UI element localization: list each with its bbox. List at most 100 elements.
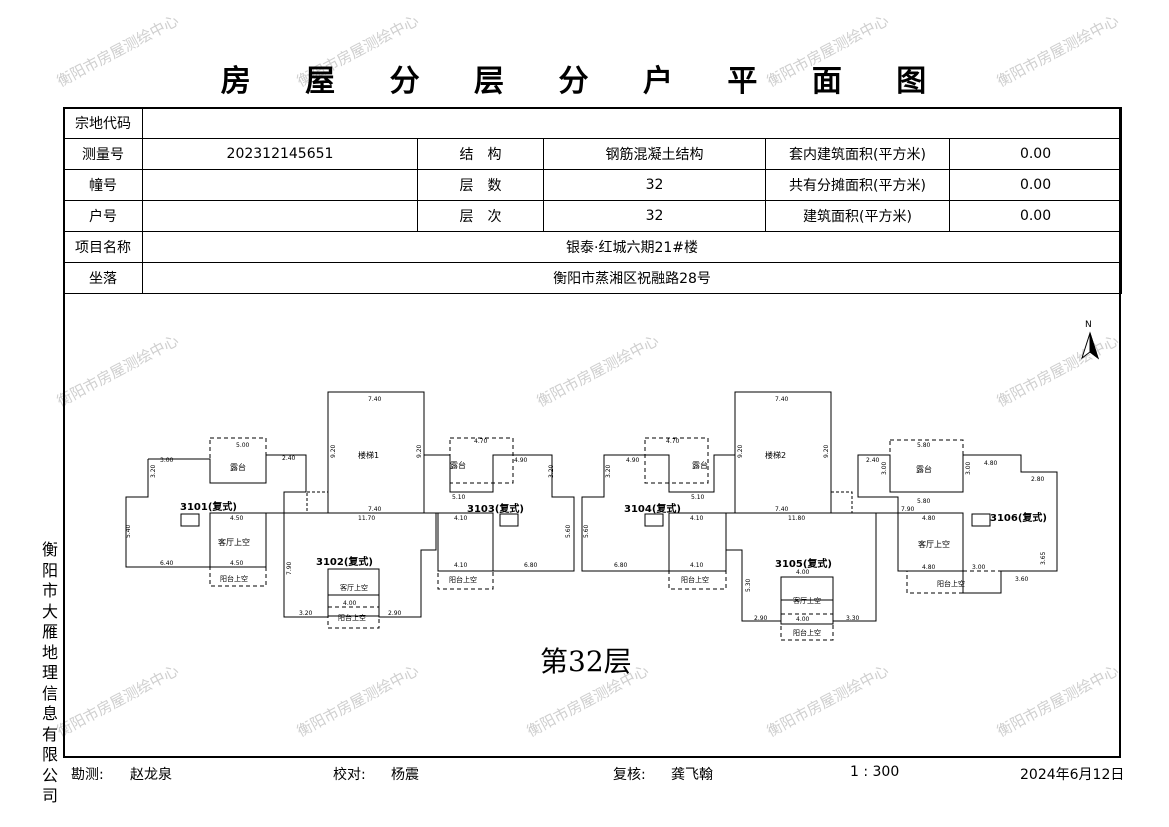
reviewer-name: 龚飞翰 bbox=[671, 767, 713, 783]
unit-label: 3104(复式) bbox=[624, 502, 681, 515]
dimension-label: 4.70 bbox=[474, 438, 488, 445]
dimension-label: 4.00 bbox=[796, 616, 810, 623]
dimension-label: 4.50 bbox=[230, 515, 244, 522]
dimension-label: 4.80 bbox=[984, 460, 998, 467]
dimension-label: 6.80 bbox=[614, 562, 628, 569]
dimension-label: 5.60 bbox=[565, 524, 572, 538]
checker-label: 校对: bbox=[333, 767, 366, 783]
company-char: 信 bbox=[41, 683, 58, 703]
room-label: 客厅上空 bbox=[218, 537, 250, 547]
dimension-label: 3.20 bbox=[605, 464, 612, 478]
room-label: 阳台上空 bbox=[338, 613, 366, 622]
dimension-label: 5.30 bbox=[745, 578, 752, 592]
stair-core-2 bbox=[734, 391, 853, 514]
dimension-label: 5.40 bbox=[125, 524, 132, 538]
building-no-value bbox=[142, 169, 418, 201]
company-char: 理 bbox=[41, 663, 58, 682]
room-label: 客厅上空 bbox=[793, 596, 821, 605]
dimension-label: 9.20 bbox=[416, 444, 423, 458]
table-row: 项目名称 银泰·红城六期21#楼 bbox=[63, 231, 1123, 263]
dimension-label: 4.90 bbox=[626, 457, 640, 464]
dimension-label: 9.20 bbox=[330, 444, 337, 458]
dimension-label: 9.20 bbox=[737, 444, 744, 458]
room-label: 阳台上空 bbox=[937, 579, 965, 588]
floors-value: 32 bbox=[543, 169, 766, 201]
dimension-label: 3.20 bbox=[150, 464, 157, 478]
shared-area-label: 共有分摊面积(平方米) bbox=[765, 169, 950, 201]
dimension-label: 4.00 bbox=[796, 569, 810, 576]
dimension-label: 4.00 bbox=[343, 600, 357, 607]
room-label: 阳台上空 bbox=[449, 575, 477, 584]
building-area-value: 0.00 bbox=[948, 200, 1123, 232]
room-label: 楼梯2 bbox=[765, 450, 786, 460]
date-label: 2024年6月12日 bbox=[1020, 767, 1125, 783]
dimension-label: 4.80 bbox=[922, 515, 936, 522]
room-label: 露台 bbox=[230, 462, 246, 472]
room-label: 阳台上空 bbox=[681, 575, 709, 584]
north-arrow-icon: N bbox=[1081, 320, 1099, 360]
company-char: 司 bbox=[41, 786, 58, 805]
dimension-label: 7.90 bbox=[901, 506, 915, 513]
company-char: 大 bbox=[41, 601, 58, 621]
dimension-label: 3.00 bbox=[972, 564, 986, 571]
project-value: 银泰·红城六期21#楼 bbox=[141, 231, 1123, 263]
building-no-label: 幢号 bbox=[63, 169, 143, 201]
unit-3104-outline bbox=[581, 437, 735, 590]
dimension-label: 6.80 bbox=[524, 562, 538, 569]
company-char: 公 bbox=[41, 765, 58, 785]
room-label: 楼梯1 bbox=[358, 450, 379, 460]
room-label: 阳台上空 bbox=[220, 574, 248, 583]
dimension-label: 7.40 bbox=[775, 506, 789, 513]
dimension-label: 9.20 bbox=[823, 444, 830, 458]
location-value: 衡阳市蒸湘区祝融路28号 bbox=[141, 262, 1123, 294]
company-char: 地 bbox=[41, 642, 58, 662]
dimension-label: 4.10 bbox=[454, 562, 468, 569]
page-title: 房 屋 分 层 分 户 平 面 图 bbox=[220, 64, 949, 99]
reviewer-label: 复核: bbox=[613, 767, 646, 783]
unit-3102-outline bbox=[283, 512, 437, 629]
dimension-label: 4.80 bbox=[922, 564, 936, 571]
room-label: 阳台上空 bbox=[793, 628, 821, 637]
dimension-label: 7.90 bbox=[286, 561, 293, 575]
location-label: 坐落 bbox=[63, 262, 143, 294]
unit-3101-outline bbox=[125, 437, 307, 587]
floor-label: 第32层 bbox=[540, 645, 632, 678]
company-name: 衡 阳 市 大 雁 地 理 信 息 有 限 公 司 bbox=[36, 540, 64, 807]
unit-no-label: 户号 bbox=[63, 200, 143, 232]
dimension-label: 7.40 bbox=[368, 396, 382, 403]
dimension-label: 5.10 bbox=[691, 494, 705, 501]
inner-area-value: 0.00 bbox=[948, 138, 1123, 170]
dimension-label: 5.00 bbox=[236, 442, 250, 449]
company-char: 有 bbox=[41, 724, 58, 744]
room-label: 客厅上空 bbox=[918, 539, 950, 549]
company-char: 息 bbox=[41, 704, 58, 723]
unit-3106-outline bbox=[857, 439, 1058, 594]
surveyor-label: 勘测: bbox=[71, 767, 104, 783]
surveyor-name: 赵龙泉 bbox=[130, 767, 172, 783]
project-label: 项目名称 bbox=[63, 231, 143, 263]
dimension-label: 3.65 bbox=[1040, 551, 1047, 565]
room-label: 露台 bbox=[916, 464, 932, 474]
unit-3103-outline bbox=[424, 437, 575, 590]
dimension-label: 2.40 bbox=[866, 457, 880, 464]
room-label: 客厅上空 bbox=[340, 583, 368, 592]
dimension-label: 2.40 bbox=[282, 455, 296, 462]
room-label: 露台 bbox=[450, 460, 466, 470]
dimension-label: 3.30 bbox=[846, 615, 860, 622]
dimension-label: 3.20 bbox=[299, 610, 313, 617]
unit-label: 3106(复式) bbox=[990, 511, 1047, 524]
dimension-label: 3.00 bbox=[160, 457, 174, 464]
company-char: 雁 bbox=[41, 622, 58, 641]
inner-area-label: 套内建筑面积(平方米) bbox=[765, 138, 950, 170]
shared-area-value: 0.00 bbox=[948, 169, 1123, 201]
table-row: 测量号 202312145651 结 构 钢筋混凝土结构 套内建筑面积(平方米)… bbox=[63, 138, 1123, 170]
dimension-label: 3.00 bbox=[965, 461, 972, 475]
dimension-label: 4.90 bbox=[514, 457, 528, 464]
structure-label: 结 构 bbox=[417, 138, 544, 170]
dimension-label: 4.10 bbox=[690, 515, 704, 522]
dimension-label: 5.60 bbox=[583, 524, 590, 538]
north-label: N bbox=[1085, 320, 1092, 330]
dimension-label: 5.80 bbox=[917, 442, 931, 449]
company-char: 衡 bbox=[41, 540, 58, 559]
